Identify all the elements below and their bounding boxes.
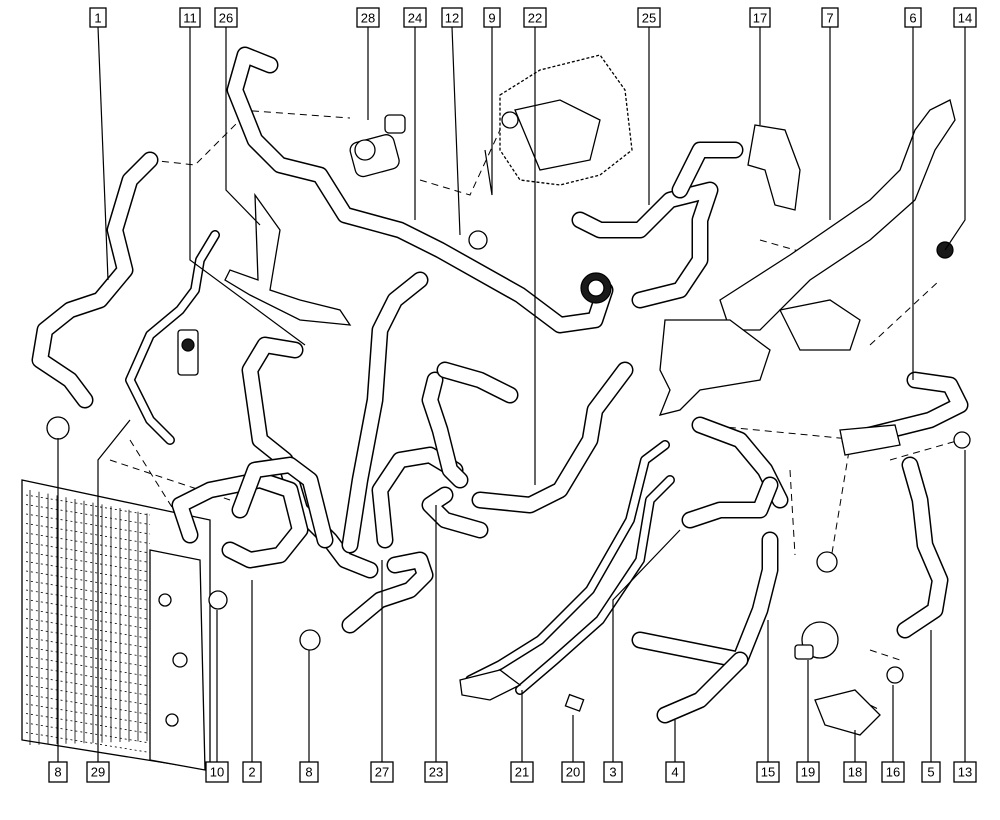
callout-1: 1 xyxy=(89,7,107,28)
callout-19: 19 xyxy=(796,761,820,783)
svg-text:10: 10 xyxy=(210,765,224,780)
radiator-fin xyxy=(25,504,151,525)
callout-10: 10 xyxy=(205,761,229,783)
callout-14: 14 xyxy=(953,7,977,28)
callout-5: 5 xyxy=(921,761,941,783)
callout-16: 16 xyxy=(881,761,905,783)
radiator-fin xyxy=(25,675,151,696)
svg-text:14: 14 xyxy=(958,11,972,26)
radiator-fin xyxy=(25,732,151,753)
radiator-fin xyxy=(25,703,151,725)
radiator-fin xyxy=(25,532,151,554)
radiator xyxy=(21,479,211,771)
svg-text:17: 17 xyxy=(753,11,767,26)
radiator-fin xyxy=(25,523,151,544)
radiator-fin xyxy=(25,589,151,611)
svg-text:16: 16 xyxy=(886,765,900,780)
radiator-fin xyxy=(25,494,151,516)
callout-11: 11 xyxy=(179,7,201,28)
callout-6: 6 xyxy=(904,7,922,28)
callout-22: 22 xyxy=(523,7,547,28)
svg-text:28: 28 xyxy=(361,11,375,26)
callout-2: 2 xyxy=(242,761,262,783)
svg-text:1: 1 xyxy=(94,11,101,26)
svg-text:22: 22 xyxy=(528,11,542,26)
coolant-hoses xyxy=(31,46,969,724)
svg-text:9: 9 xyxy=(488,11,495,26)
svg-text:23: 23 xyxy=(429,765,443,780)
radiator-fin xyxy=(25,713,151,734)
callouts-bottom: 8 29 10 2 8 27 23 21 20 3 4 15 19 18 16 xyxy=(48,761,977,783)
svg-text:3: 3 xyxy=(609,765,616,780)
components xyxy=(46,99,971,736)
radiator-fin xyxy=(25,618,151,639)
svg-text:27: 27 xyxy=(375,765,389,780)
callout-7: 7 xyxy=(821,7,839,28)
callout-17: 17 xyxy=(749,7,771,28)
svg-text:20: 20 xyxy=(566,765,580,780)
callout-9: 9 xyxy=(483,7,501,28)
radiator-fin xyxy=(25,646,151,668)
svg-text:21: 21 xyxy=(515,765,529,780)
callout-25: 25 xyxy=(637,7,661,28)
callout-13: 13 xyxy=(953,761,977,783)
svg-text:13: 13 xyxy=(958,765,972,780)
radiator-fin xyxy=(25,684,151,706)
callout-12: 12 xyxy=(441,7,463,28)
callout-28: 28 xyxy=(356,7,380,28)
callout-23: 23 xyxy=(424,761,448,783)
radiator-fin xyxy=(25,561,151,582)
radiator-fin xyxy=(25,656,151,677)
radiator-fin xyxy=(25,551,151,573)
svg-text:26: 26 xyxy=(219,11,233,26)
leader-lines xyxy=(57,26,966,762)
svg-text:18: 18 xyxy=(848,765,862,780)
engine-block xyxy=(499,54,633,186)
radiator-fin xyxy=(25,599,151,620)
svg-text:15: 15 xyxy=(761,765,775,780)
svg-text:19: 19 xyxy=(801,765,815,780)
callouts-top: 1 11 26 28 24 12 9 22 25 17 7 6 14 xyxy=(89,7,977,28)
svg-text:12: 12 xyxy=(445,11,459,26)
callout-21: 21 xyxy=(510,761,534,783)
svg-text:29: 29 xyxy=(91,765,105,780)
radiator-fin xyxy=(25,665,151,687)
radiator-core-grid xyxy=(25,490,151,753)
callout-27: 27 xyxy=(370,761,394,783)
callout-29: 29 xyxy=(86,761,110,783)
radiator-fin xyxy=(25,580,151,601)
callout-18: 18 xyxy=(843,761,867,783)
radiator-fin xyxy=(25,570,151,592)
radiator-fin xyxy=(25,542,151,563)
callout-20: 20 xyxy=(561,761,585,783)
svg-text:8: 8 xyxy=(54,765,61,780)
svg-text:25: 25 xyxy=(642,11,656,26)
callout-8-left: 8 xyxy=(48,761,68,783)
radiator-fin xyxy=(25,694,151,715)
callout-3: 3 xyxy=(603,761,623,783)
radiator-fin xyxy=(25,608,151,630)
svg-text:4: 4 xyxy=(671,765,678,780)
callout-4: 4 xyxy=(665,761,685,783)
svg-text:6: 6 xyxy=(909,11,916,26)
svg-text:5: 5 xyxy=(927,765,934,780)
callout-24: 24 xyxy=(403,7,427,28)
radiator-fin xyxy=(25,637,151,658)
svg-text:2: 2 xyxy=(248,765,255,780)
callout-15: 15 xyxy=(756,761,780,783)
svg-text:11: 11 xyxy=(183,11,197,26)
radiator-fin xyxy=(25,722,151,744)
callout-26: 26 xyxy=(214,7,238,28)
radiator-fin xyxy=(25,627,151,649)
svg-text:8: 8 xyxy=(305,765,312,780)
svg-text:24: 24 xyxy=(408,11,422,26)
callout-8-center: 8 xyxy=(299,761,319,783)
radiator-fin xyxy=(25,513,151,535)
svg-text:7: 7 xyxy=(826,11,833,26)
